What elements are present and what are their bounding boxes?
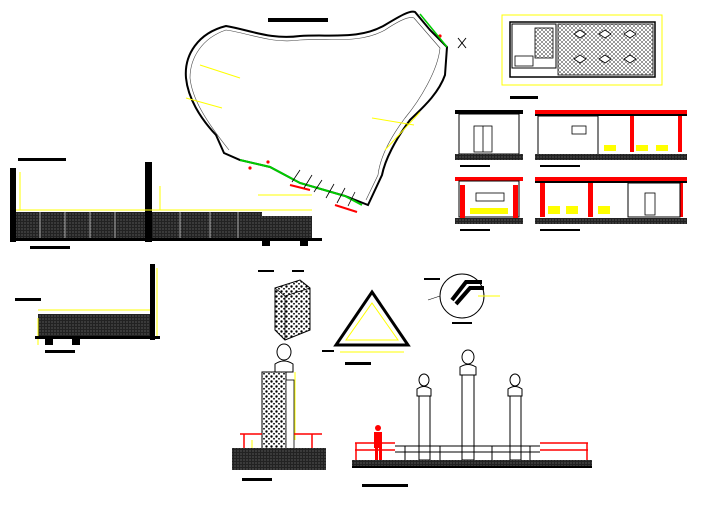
site-plan-red-marker xyxy=(289,184,311,191)
wall-detail-elevation xyxy=(15,264,160,353)
detail-caption-bar xyxy=(45,350,75,353)
site-plan-red-point xyxy=(248,166,252,170)
floor-plan-dimension-frame xyxy=(501,14,663,86)
planter-inner-triangle xyxy=(345,302,399,341)
detail-footing xyxy=(45,339,53,345)
north-arrow-icon xyxy=(457,37,467,49)
stone-block-isometric xyxy=(258,270,311,341)
monument-base-line xyxy=(352,466,592,468)
kiosk-elevations xyxy=(455,110,687,231)
wall-caption-bar xyxy=(30,246,70,249)
human-scale-figure-icon xyxy=(374,425,382,460)
detail-pillar xyxy=(150,264,155,340)
planter-label-bar xyxy=(322,350,334,352)
three-bust-monument-elevation xyxy=(352,349,592,487)
floor-plan-outline xyxy=(509,21,656,78)
detail-footing xyxy=(72,339,80,345)
wall-base-line xyxy=(10,238,322,241)
block-label-bar xyxy=(292,270,304,272)
wall-title-bar xyxy=(18,158,66,161)
wall-footing xyxy=(262,238,270,246)
site-plan-dimension xyxy=(384,111,421,151)
corner-detail-profile xyxy=(450,280,484,306)
planter-caption-bar xyxy=(345,362,371,365)
site-plan-inner-boundary xyxy=(189,17,441,201)
bust-icon xyxy=(274,343,294,373)
detail-hatched-panel xyxy=(38,314,150,336)
detail-title-bar xyxy=(15,298,41,301)
floor-plan-service-room xyxy=(511,23,557,69)
corner-detail-label-bar xyxy=(424,278,440,280)
wall-pillar xyxy=(145,162,152,242)
elevation-front-b xyxy=(455,177,523,231)
site-plan-boundary xyxy=(184,10,449,207)
corner-detail-caption-bar xyxy=(452,322,472,324)
block-label-bar xyxy=(258,270,274,272)
elevation-front-a xyxy=(455,110,523,167)
site-plan-dimension xyxy=(185,97,223,109)
wall-pillar xyxy=(10,168,16,242)
monument-column-section xyxy=(232,343,326,481)
planter-outer-triangle xyxy=(333,289,411,347)
monument-pillar-center xyxy=(461,374,475,461)
monument-pillar-right xyxy=(509,395,522,461)
column-base-ground xyxy=(232,448,326,470)
floor-plan-title-bar xyxy=(510,96,538,99)
monument-base xyxy=(352,460,592,466)
corner-detail-circle xyxy=(424,273,500,324)
wall-footing xyxy=(300,238,308,246)
column-railing xyxy=(240,433,322,448)
site-plan-red-marker xyxy=(334,204,358,213)
site-plan-dimension xyxy=(199,64,241,79)
detail-base-line xyxy=(35,336,160,339)
triangular-planter-plan xyxy=(322,289,411,365)
site-plan-red-point xyxy=(266,160,270,164)
site-plan-dimension xyxy=(371,117,415,126)
wall-hatched-panel xyxy=(262,216,312,238)
floor-plan-counter xyxy=(534,27,554,59)
elevation-side-b xyxy=(535,177,687,231)
floor-plan-table-set xyxy=(573,29,637,64)
column-shaft xyxy=(261,371,287,453)
site-plan-access-edge xyxy=(239,159,363,206)
site-plan-access-edge xyxy=(419,13,448,48)
column-caption-bar xyxy=(242,478,272,481)
elevation-side-a xyxy=(535,110,687,167)
wall-hatched-panel xyxy=(16,212,145,238)
corner-detail-leader xyxy=(427,295,441,301)
floor-plan-kitchen-block xyxy=(514,55,534,67)
site-plan xyxy=(184,10,467,213)
monument-caption-bar xyxy=(362,484,408,487)
perimeter-wall-elevation xyxy=(10,158,322,249)
bust-icon xyxy=(507,373,523,397)
monument-pillar-left xyxy=(418,395,431,461)
kiosk-floor-plan xyxy=(501,14,663,99)
bust-icon xyxy=(459,349,477,376)
stone-block-front xyxy=(274,279,311,341)
site-plan-title-bar xyxy=(268,18,328,22)
column-shaft-face xyxy=(285,379,295,453)
wall-hatched-panel xyxy=(152,212,262,238)
bust-icon xyxy=(416,373,432,397)
monument-rail-black xyxy=(395,445,540,460)
